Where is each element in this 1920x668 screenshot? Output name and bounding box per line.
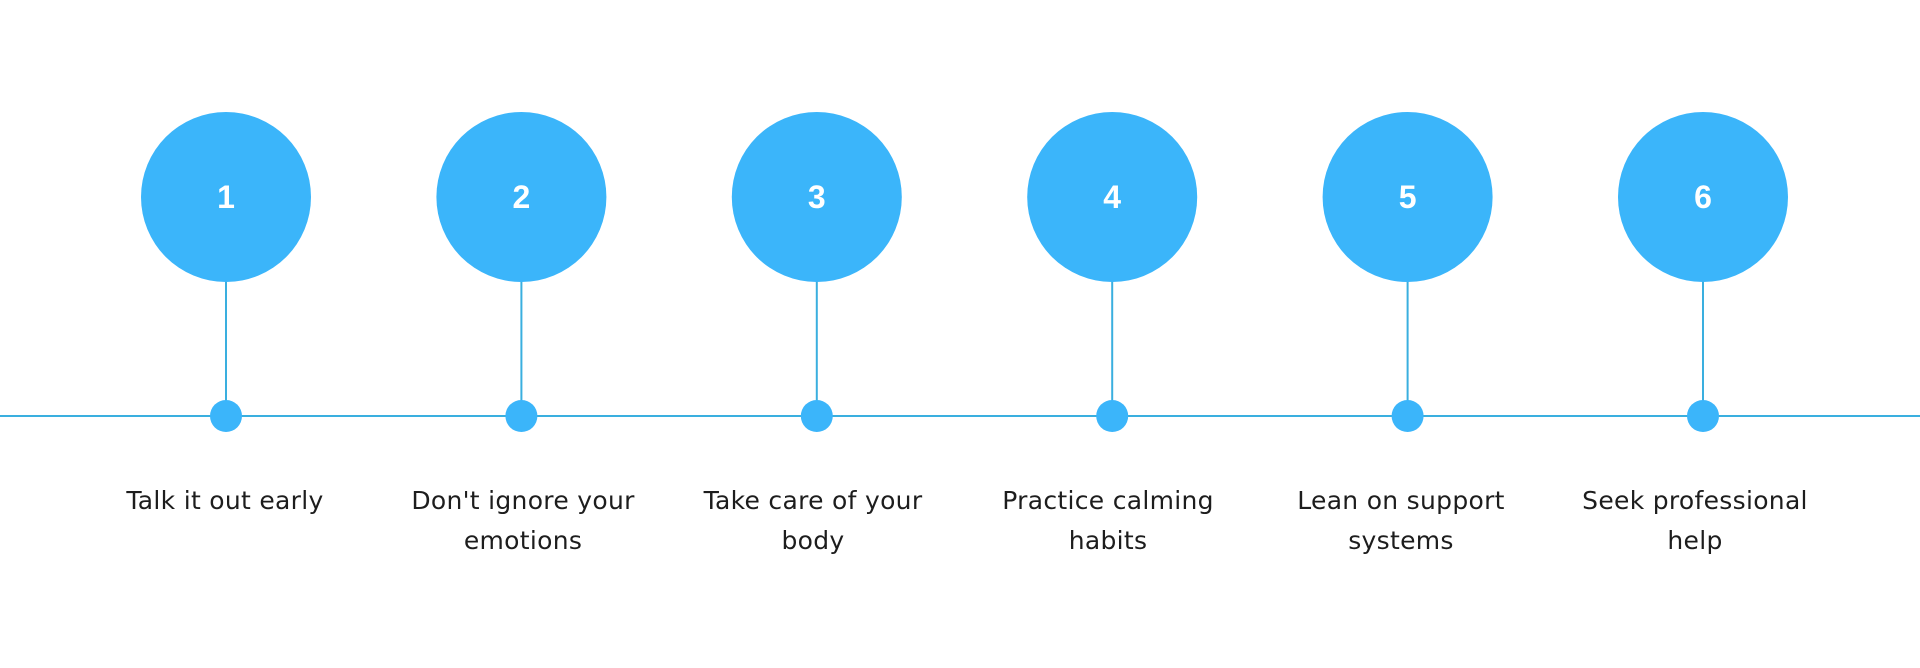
step-dot-2 xyxy=(505,400,538,432)
step-number-3: 3 xyxy=(808,179,826,215)
step-dot-6 xyxy=(1687,400,1719,432)
step-circle-5 xyxy=(1322,112,1493,282)
step-circle-3 xyxy=(731,112,902,282)
step-number-2: 2 xyxy=(513,179,531,215)
step-circle-4 xyxy=(1027,112,1198,282)
step-dot-3 xyxy=(800,400,833,432)
step-dot-4 xyxy=(1096,400,1129,432)
step-number-1: 1 xyxy=(217,179,235,215)
step-number-4: 4 xyxy=(1103,179,1121,215)
step-circle-2 xyxy=(436,112,607,282)
step-circle-6 xyxy=(1618,112,1788,282)
step-circle-1 xyxy=(141,112,311,282)
step-dot-5 xyxy=(1391,400,1424,432)
step-dot-1 xyxy=(210,400,242,432)
step-number-5: 5 xyxy=(1399,179,1417,215)
step-number-6: 6 xyxy=(1694,179,1712,215)
